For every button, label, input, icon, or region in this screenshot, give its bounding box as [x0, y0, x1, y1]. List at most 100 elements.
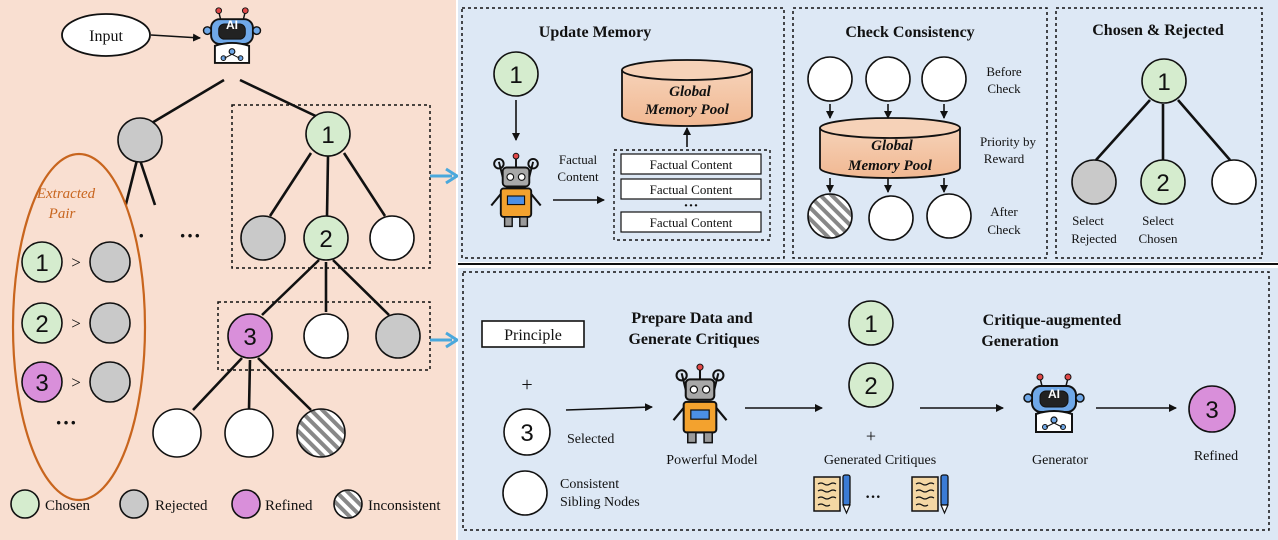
tree-node-2-label: 2: [319, 226, 332, 253]
selected-node-3-label: 3: [520, 420, 533, 447]
highlight-box-upper: [231, 104, 431, 269]
tree-node-white: [224, 408, 274, 458]
update-memory-node-1: [493, 51, 539, 97]
critiques-ellipsis: ···: [865, 489, 881, 506]
update-memory-title: Update Memory: [539, 24, 651, 41]
pair-ellipsis: ···: [55, 410, 77, 435]
before-node: [865, 56, 911, 102]
selected-node-3: [503, 408, 551, 456]
critique-title-line1: Critique-augmented: [983, 312, 1122, 329]
pair-refined-3: [21, 361, 63, 403]
before-node: [921, 56, 967, 102]
factual-content-label-line2: Content: [557, 169, 599, 184]
legend-rejected-label: Rejected: [155, 498, 208, 514]
pair-chosen-2: [21, 302, 63, 344]
extracted-pair-line1: Extracted: [36, 186, 96, 202]
after-node: [926, 193, 972, 239]
legend-refined-label: Refined: [265, 498, 313, 514]
prepare-line1: Prepare Data and: [631, 310, 752, 327]
pair-chosen-2-label: 2: [35, 311, 48, 338]
check-consistency-box: [792, 7, 1048, 259]
factual-content-item: [620, 178, 762, 200]
pool-label-line2: Memory Pool: [847, 158, 933, 174]
cr-node-2: [1140, 159, 1186, 205]
before-node: [807, 56, 853, 102]
critique-node-2: [848, 362, 894, 408]
cr-node-white: [1211, 159, 1257, 205]
powerful-model-label: Powerful Model: [666, 453, 757, 468]
input-arrow: [150, 33, 201, 42]
critique-document-icon: [813, 474, 851, 514]
cr-node-2-label: 2: [1156, 170, 1169, 197]
tree-node-2: [303, 215, 349, 261]
input-label: Input: [89, 28, 123, 45]
cr-edge: [1177, 99, 1231, 161]
pool-label-line1: Global: [669, 84, 712, 100]
cr-node-1: [1141, 58, 1187, 104]
priority-line1: Priority by: [980, 134, 1036, 149]
pair-rejected: [89, 361, 131, 403]
select-rejected-line2: Rejected: [1071, 231, 1117, 246]
tree-edges: [122, 78, 390, 411]
legend-rejected-swatch: [119, 489, 149, 519]
principle-label: Principle: [504, 327, 562, 344]
factual-content-ellipsis: ···: [683, 198, 698, 214]
after-node: [868, 195, 914, 241]
cr-edge: [1095, 99, 1151, 161]
selected-label: Selected: [567, 432, 614, 447]
factual-content-item-label: Factual Content: [650, 182, 733, 197]
pair-rejected: [89, 241, 131, 283]
legend-refined-swatch: [231, 489, 261, 519]
critique-node-1-label: 1: [864, 311, 877, 338]
after-check-line1: After: [990, 204, 1018, 219]
generated-critiques-label: Generated Critiques: [824, 453, 936, 468]
legend-chosen-swatch: [10, 489, 40, 519]
pair-gt: >: [71, 253, 81, 272]
ai-badge-label: AI: [1048, 387, 1060, 401]
critique-node-2-label: 2: [864, 373, 877, 400]
update-memory-box: [461, 7, 785, 259]
select-chosen-line2: Chosen: [1139, 231, 1179, 246]
refined-node-3: [1188, 385, 1236, 433]
extracted-pair-ellipse: [11, 152, 147, 502]
factual-content-item-label: Factual Content: [650, 215, 733, 230]
critique-node-1: [848, 300, 894, 346]
refined-label: Refined: [1194, 449, 1238, 464]
principle-box: [481, 320, 585, 348]
global-memory-pool-update: Global Memory Pool: [621, 59, 753, 127]
cr-node-rejected: [1071, 159, 1117, 205]
before-check-line1: Before: [986, 64, 1022, 79]
pair-gt: >: [71, 314, 81, 333]
tree-node-rejected: [375, 313, 421, 359]
select-chosen-line1: Select: [1142, 213, 1174, 228]
prepare-line2: Generate Critiques: [628, 331, 759, 348]
global-memory-pool-check: Global Memory Pool: [819, 117, 961, 179]
legend-inconsistent-swatch: [333, 489, 363, 519]
plus-sign: +: [866, 426, 876, 446]
cr-node-1-label: 1: [1157, 69, 1170, 96]
update-memory-node-1-label: 1: [509, 62, 522, 89]
tree-node-rejected: [117, 117, 163, 163]
factual-content-item-label: Factual Content: [650, 157, 733, 172]
tree-node-white: [369, 215, 415, 261]
refined-node-3-label: 3: [1205, 397, 1218, 424]
tree-node-1: [305, 111, 351, 157]
tree-node-3: [227, 313, 273, 359]
legend: Chosen Rejected Refined Inconsistent: [10, 489, 441, 519]
tree-node-3-label: 3: [243, 324, 256, 351]
legend-chosen-label: Chosen: [45, 498, 91, 514]
critique-title-line2: Generation: [981, 333, 1058, 350]
factual-content-label-line1: Factual: [559, 152, 598, 167]
consistent-line2: Sibling Nodes: [560, 495, 640, 510]
pair-rejected: [89, 302, 131, 344]
legend-inconsistent-label: Inconsistent: [368, 498, 441, 514]
after-check-line2: Check: [987, 222, 1021, 237]
plus-sign: +: [521, 374, 532, 396]
consistent-line1: Consistent: [560, 477, 619, 492]
pool-label-line2: Memory Pool: [644, 102, 730, 118]
highlight-box-lower: [217, 301, 431, 371]
sibling-node: [502, 470, 548, 516]
input-node: [61, 13, 151, 57]
chosen-rejected-title: Chosen & Rejected: [1092, 22, 1224, 39]
